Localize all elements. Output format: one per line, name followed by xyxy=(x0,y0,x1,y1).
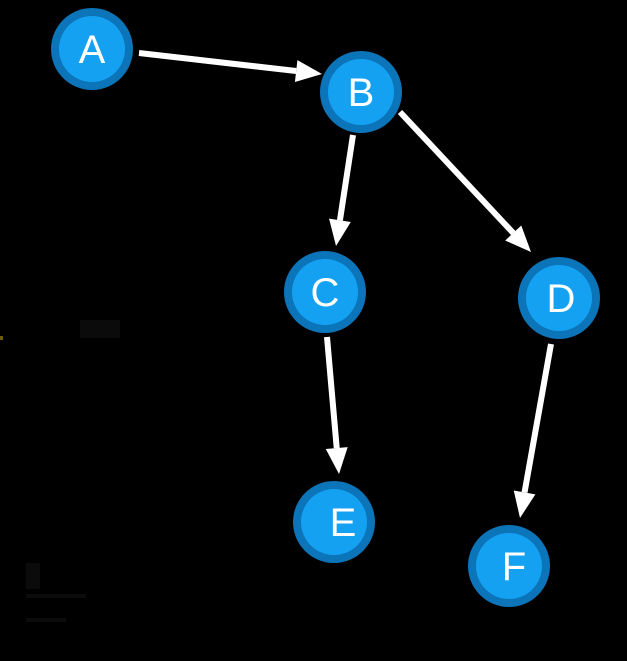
node-fill-E xyxy=(301,489,367,555)
ghost-smudge-0 xyxy=(26,563,40,589)
node-D[interactable]: D xyxy=(518,257,600,339)
node-A[interactable]: A xyxy=(51,8,133,90)
ghost-smudge-2 xyxy=(26,618,66,622)
edge-C-E xyxy=(324,336,348,474)
node-F[interactable]: F xyxy=(468,525,550,607)
edge-line-B-C xyxy=(336,134,356,221)
edge-B-D xyxy=(397,109,531,252)
node-fill-B xyxy=(328,59,394,125)
node-E[interactable]: E xyxy=(293,481,375,563)
node-fill-D xyxy=(526,265,592,331)
ghost-smudge-1 xyxy=(26,594,86,598)
edge-line-A-B xyxy=(138,50,297,75)
edge-line-D-F xyxy=(521,343,554,493)
screen-artifact-speck xyxy=(0,336,3,340)
node-fill-C xyxy=(292,259,358,325)
node-fill-F xyxy=(476,533,542,599)
arrowhead-icon xyxy=(325,447,348,474)
node-C[interactable]: C xyxy=(284,251,366,333)
ghost-smudge-3 xyxy=(80,320,120,338)
arrowhead-icon xyxy=(513,490,536,518)
edge-A-B xyxy=(138,50,322,82)
edge-line-B-D xyxy=(397,109,516,236)
arrowhead-icon xyxy=(294,60,322,82)
edge-B-C xyxy=(329,134,356,246)
edge-line-C-E xyxy=(324,336,340,449)
edge-D-F xyxy=(513,343,554,518)
arrowhead-icon xyxy=(329,218,351,246)
node-fill-A xyxy=(59,16,125,82)
node-B[interactable]: B xyxy=(320,51,402,133)
arrowhead-icon xyxy=(505,225,531,252)
